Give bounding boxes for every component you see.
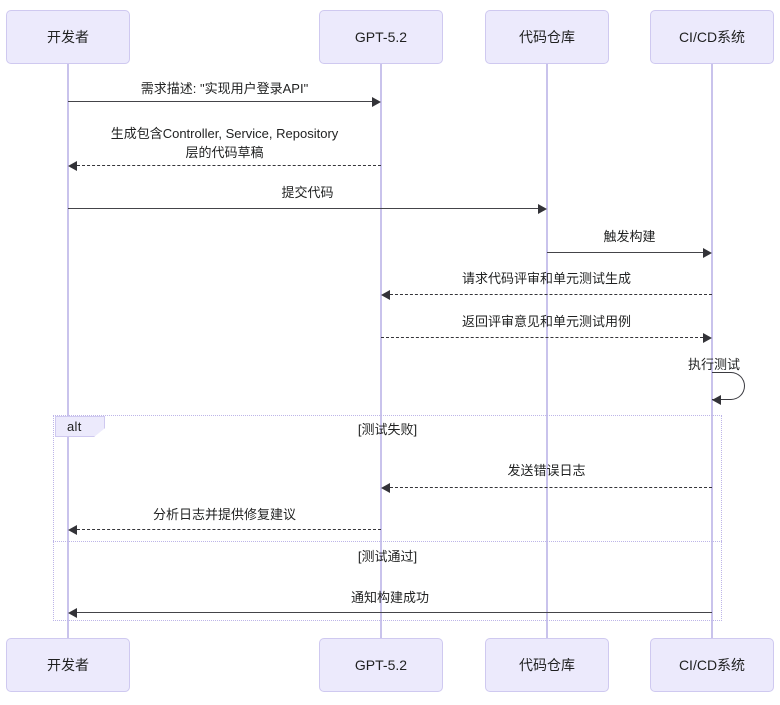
message-line [77, 165, 381, 166]
participant-cicd[interactable]: CI/CD系统 [650, 10, 774, 64]
message-label: 触发构建 [603, 229, 656, 244]
participant-label: GPT-5.2 [354, 657, 408, 673]
message-arrowhead [381, 483, 390, 493]
participant-bottom-dev-b[interactable]: 开发者 [6, 638, 130, 692]
participant-dev[interactable]: 开发者 [6, 10, 130, 64]
participant-label: 开发者 [47, 29, 89, 45]
fragment-tag: alt [55, 416, 105, 437]
participant-label: GPT-5.2 [354, 29, 408, 45]
participant-label: 代码仓库 [519, 29, 575, 45]
message-line [381, 337, 703, 338]
fragment-branch-divider [53, 541, 722, 542]
participant-label: 开发者 [47, 657, 89, 673]
message-arrowhead [381, 290, 390, 300]
participant-bottom-repo-b[interactable]: 代码仓库 [485, 638, 609, 692]
fragment-condition: [测试失败] [357, 422, 418, 437]
participant-bottom-cicd-b[interactable]: CI/CD系统 [650, 638, 774, 692]
self-message-label: 执行测试 [687, 357, 740, 372]
self-message-loop [712, 372, 745, 400]
message-arrowhead [68, 608, 77, 618]
participant-bottom-gpt-b[interactable]: GPT-5.2 [319, 638, 443, 692]
participant-label: CI/CD系统 [678, 29, 746, 45]
message-label: 需求描述: "实现用户登录API" [140, 81, 309, 96]
lifeline-gpt [380, 64, 382, 638]
participant-label: 代码仓库 [519, 657, 575, 673]
message-line [77, 612, 712, 613]
lifeline-cicd [711, 64, 713, 638]
participant-gpt[interactable]: GPT-5.2 [319, 10, 443, 64]
message-arrowhead [372, 97, 381, 107]
message-arrowhead [68, 525, 77, 535]
message-label: 通知构建成功 [350, 590, 429, 605]
message-arrowhead [538, 204, 547, 214]
message-line [68, 208, 538, 209]
message-line [547, 252, 703, 253]
message-arrowhead [68, 161, 77, 171]
message-line [68, 101, 372, 102]
lifeline-dev [67, 64, 69, 638]
message-label: 返回评审意见和单元测试用例 [461, 314, 631, 329]
fragment-condition: [测试通过] [357, 549, 418, 564]
participant-label: CI/CD系统 [678, 657, 746, 673]
message-label: 请求代码评审和单元测试生成 [461, 271, 631, 286]
message-label: 分析日志并提供修复建议 [152, 507, 296, 522]
message-arrowhead [703, 248, 712, 258]
lifeline-repo [546, 64, 548, 638]
self-message-arrowhead [712, 395, 721, 405]
message-label: 生成包含Controller, Service, Repository 层的代码… [110, 126, 339, 160]
message-line [77, 529, 381, 530]
message-arrowhead [703, 333, 712, 343]
message-line [390, 487, 712, 488]
message-label: 提交代码 [281, 185, 334, 200]
participant-repo[interactable]: 代码仓库 [485, 10, 609, 64]
message-label: 发送错误日志 [507, 463, 586, 478]
fragment-alt [53, 415, 722, 621]
message-line [390, 294, 712, 295]
